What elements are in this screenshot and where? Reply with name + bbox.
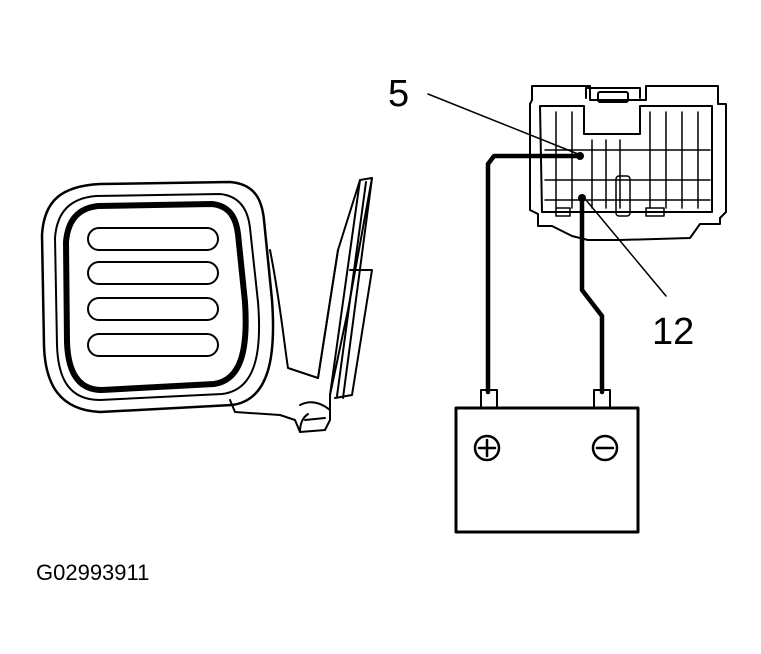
mirror-mount <box>229 177 373 433</box>
mirror-heater-strips <box>87 227 219 357</box>
pin-5-label: 5 <box>388 73 409 115</box>
pin-5-leader <box>427 93 579 155</box>
pin-5-contact <box>576 152 584 160</box>
battery-icon <box>454 389 640 534</box>
battery-case <box>454 406 640 534</box>
mirror-glass-edge <box>63 201 249 393</box>
pin-12-leader <box>585 199 667 297</box>
pin-12-label: 12 <box>652 311 694 353</box>
battery-positive-symbol <box>473 434 501 462</box>
mirror-icon <box>40 177 373 433</box>
mirror-housing <box>40 180 275 414</box>
figure-id: G02993911 <box>36 560 149 585</box>
pin-12-contact <box>578 194 586 202</box>
battery-negative-symbol <box>591 434 619 462</box>
negative-wire <box>579 197 605 395</box>
mirror-bezel-outer <box>54 193 261 401</box>
connector-pin-grid <box>544 111 711 217</box>
positive-wire <box>485 153 583 395</box>
connector-icon <box>529 85 727 241</box>
